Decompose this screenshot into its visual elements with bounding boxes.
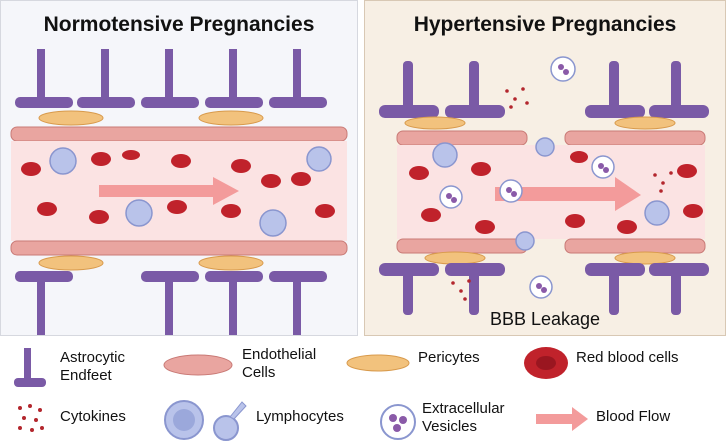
cytokine-icon [18, 404, 44, 432]
legend-extracellular-vesicles: Extracellular Vesicles [422, 400, 505, 435]
blood-flow-arrow-icon [536, 407, 588, 431]
endothelial-cell-icon [163, 354, 233, 376]
legend-pericytes: Pericytes [418, 349, 480, 366]
normotensive-panel: Normotensive Pregnancies [0, 0, 358, 336]
pericyte-icon [346, 354, 410, 372]
legend-lymphocytes: Lymphocytes [256, 408, 344, 425]
normotensive-vessel-illustration [10, 49, 348, 335]
red-blood-cell-icon [524, 347, 568, 379]
legend-cytokines: Cytokines [60, 408, 126, 425]
lymphocyte-icon [164, 400, 247, 441]
extracellular-vesicle-icon [380, 404, 416, 440]
blood-flow-arrow [99, 177, 239, 205]
bbb-leakage-label: BBB Leakage [489, 309, 601, 329]
hypertensive-panel: Hypertensive Pregnancies BBB Leakage [364, 0, 726, 336]
hypertensive-title: Hypertensive Pregnancies [413, 13, 677, 36]
legend-blood-flow: Blood Flow [596, 408, 671, 425]
astrocytic-endfeet-top [15, 49, 327, 108]
legend-astrocytic-endfeet: Astrocytic Endfeet [60, 349, 126, 384]
legend-endothelial-cells: Endothelial Cells [242, 346, 317, 381]
hypertensive-vessel-illustration [379, 56, 709, 315]
astrocyte-icon [14, 348, 46, 387]
normotensive-title: Normotensive Pregnancies [43, 13, 315, 36]
legend-red-blood-cells: Red blood cells [576, 349, 679, 366]
